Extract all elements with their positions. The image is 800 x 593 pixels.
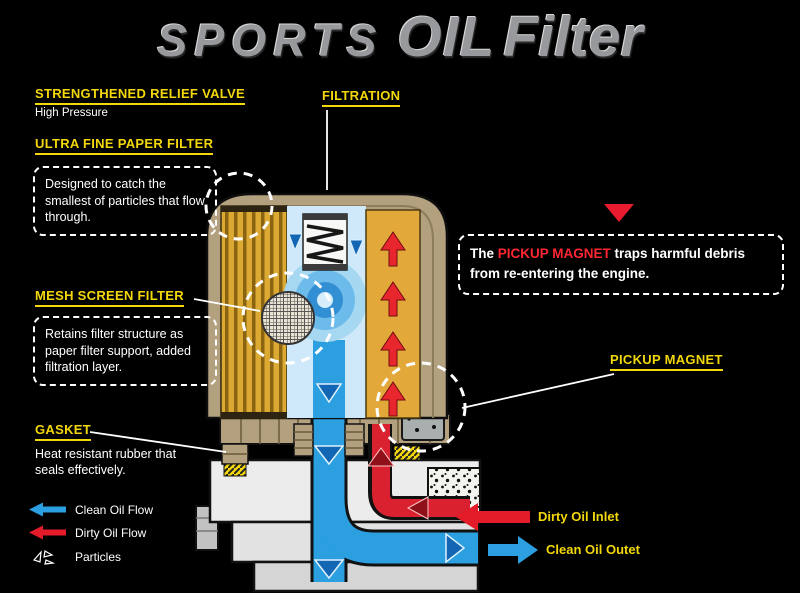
- title-oil: OIL: [397, 5, 496, 69]
- filtration-column: [365, 209, 421, 419]
- clean-flow-arrow-icon: [29, 502, 66, 517]
- gasket-right: [393, 445, 421, 461]
- paper-filter-label: ULTRA FINE PAPER FILTER: [35, 136, 214, 155]
- flow-legend: Clean Oil Flow Dirty Oil Flow Particles: [28, 502, 153, 565]
- relief-valve-highlight: [204, 171, 274, 241]
- threaded-fitting: [293, 423, 365, 457]
- legend-particles-label: Particles: [75, 549, 122, 564]
- relief-valve-label: STRENGTHENED RELIEF VALVE: [35, 86, 245, 105]
- dirty-oil-inlet-label: Dirty Oil Inlet: [538, 509, 619, 524]
- gasket-left: [223, 463, 247, 477]
- magnet-note-highlight: PICKUP MAGNET: [497, 246, 611, 261]
- gasket-description: Heat resistant rubber that seals effecti…: [35, 447, 177, 478]
- mesh-highlight: [241, 271, 335, 365]
- dirty-oil-path: [367, 424, 470, 520]
- dirty-flow-arrow-icon: [29, 525, 66, 540]
- legend-clean-oil-label: Clean Oil Flow: [75, 502, 154, 517]
- legend-dirty-oil: Dirty Oil Flow: [28, 525, 153, 540]
- pickup-magnet-label: PICKUP MAGNET: [610, 352, 723, 371]
- paper-filter-callout: Designed to catch the smallest of partic…: [33, 166, 217, 236]
- relief-valve-subtitle: High Pressure: [35, 107, 108, 119]
- clean-oil-path: [310, 412, 478, 582]
- legend-clean-oil: Clean Oil Flow: [28, 502, 153, 517]
- clean-outlet-arrow-icon: [488, 536, 538, 564]
- gasket-label: GASKET: [35, 422, 91, 441]
- title-filter: Filter: [503, 5, 643, 69]
- mesh-filter-callout: Retains filter structure as paper filter…: [33, 316, 217, 386]
- mesh-filter-label: MESH SCREEN FILTER: [35, 288, 184, 307]
- relief-valve-spring: [302, 213, 348, 271]
- legend-dirty-oil-label: Dirty Oil Flow: [75, 525, 147, 540]
- filter-canister: [205, 192, 449, 420]
- pickup-magnet-callout: The PICKUP MAGNET traps harmful debris f…: [458, 234, 784, 295]
- legend-particles: Particles: [28, 548, 153, 565]
- leader-lines: [89, 110, 615, 453]
- magnet-note-post: traps harmful debris from re-entering th…: [470, 246, 746, 282]
- dirty-inlet-arrow-icon: [456, 503, 530, 531]
- particles-icon: [32, 550, 56, 565]
- title-sports: SPORTS: [157, 15, 384, 66]
- mesh-screen: [261, 291, 315, 345]
- clean-oil-outlet-label: Clean Oil Outet: [546, 542, 640, 557]
- magnet-note-pre: The: [470, 246, 498, 261]
- filtration-label: FILTRATION: [322, 88, 401, 107]
- pointer-down-icon: [604, 204, 634, 222]
